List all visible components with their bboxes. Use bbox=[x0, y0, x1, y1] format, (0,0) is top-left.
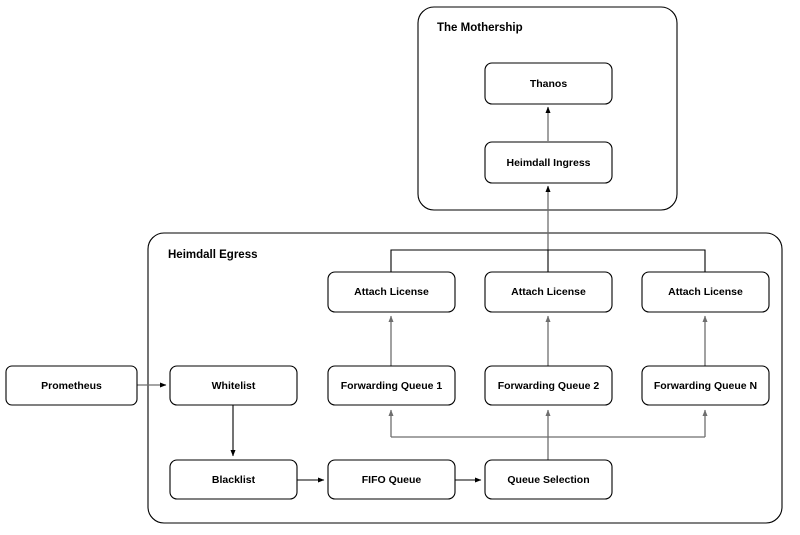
node-prometheus[interactable]: Prometheus bbox=[5, 365, 138, 406]
forwarding-queue-n-box[interactable] bbox=[641, 365, 770, 406]
prometheus-box[interactable] bbox=[5, 365, 138, 406]
node-attach-license-1[interactable]: Attach License bbox=[327, 271, 456, 313]
fifo-queue-label: FIFO Queue bbox=[362, 474, 422, 486]
node-thanos[interactable]: Thanos bbox=[484, 62, 613, 105]
whitelist-box[interactable] bbox=[169, 365, 298, 406]
blacklist-box[interactable] bbox=[169, 459, 298, 500]
heimdall-egress-container bbox=[147, 232, 783, 524]
heimdall-egress-label: Heimdall Egress bbox=[168, 249, 257, 261]
node-forwarding-queue-2[interactable]: Forwarding Queue 2 bbox=[484, 365, 613, 406]
node-fifo-queue[interactable]: FIFO Queue bbox=[327, 459, 456, 500]
attach-license-n-box[interactable] bbox=[641, 271, 770, 313]
thanos-label: Thanos bbox=[530, 78, 567, 90]
attach-license-2-label: Attach License bbox=[511, 286, 586, 298]
node-forwarding-queue-1[interactable]: Forwarding Queue 1 bbox=[327, 365, 456, 406]
forwarding-queue-2-label: Forwarding Queue 2 bbox=[498, 380, 600, 392]
thanos-box[interactable] bbox=[484, 62, 613, 105]
forwarding-queue-n-label: Forwarding Queue N bbox=[654, 380, 757, 392]
group-heimdall-egress: Heimdall Egress bbox=[147, 232, 783, 524]
node-heimdall-ingress[interactable]: Heimdall Ingress bbox=[484, 141, 613, 184]
node-whitelist[interactable]: Whitelist bbox=[169, 365, 298, 406]
attach-license-1-label: Attach License bbox=[354, 286, 429, 298]
queue-selection-label: Queue Selection bbox=[507, 474, 589, 486]
heimdall-ingress-box[interactable] bbox=[484, 141, 613, 184]
whitelist-label: Whitelist bbox=[212, 380, 256, 392]
node-queue-selection[interactable]: Queue Selection bbox=[484, 459, 613, 500]
attach-license-1-box[interactable] bbox=[327, 271, 456, 313]
queue-selection-box[interactable] bbox=[484, 459, 613, 500]
node-blacklist[interactable]: Blacklist bbox=[169, 459, 298, 500]
forwarding-queue-2-box[interactable] bbox=[484, 365, 613, 406]
node-forwarding-queue-n[interactable]: Forwarding Queue N bbox=[641, 365, 770, 406]
node-attach-license-n[interactable]: Attach License bbox=[641, 271, 770, 313]
attach-license-n-label: Attach License bbox=[668, 286, 743, 298]
blacklist-label: Blacklist bbox=[212, 474, 256, 486]
attach-license-2-box[interactable] bbox=[484, 271, 613, 313]
forwarding-queue-1-label: Forwarding Queue 1 bbox=[341, 380, 443, 392]
heimdall-ingress-label: Heimdall Ingress bbox=[506, 157, 590, 169]
prometheus-label: Prometheus bbox=[41, 380, 102, 392]
node-attach-license-2[interactable]: Attach License bbox=[484, 271, 613, 313]
fifo-queue-box[interactable] bbox=[327, 459, 456, 500]
mothership-label: The Mothership bbox=[437, 22, 523, 34]
forwarding-queue-1-box[interactable] bbox=[327, 365, 456, 406]
